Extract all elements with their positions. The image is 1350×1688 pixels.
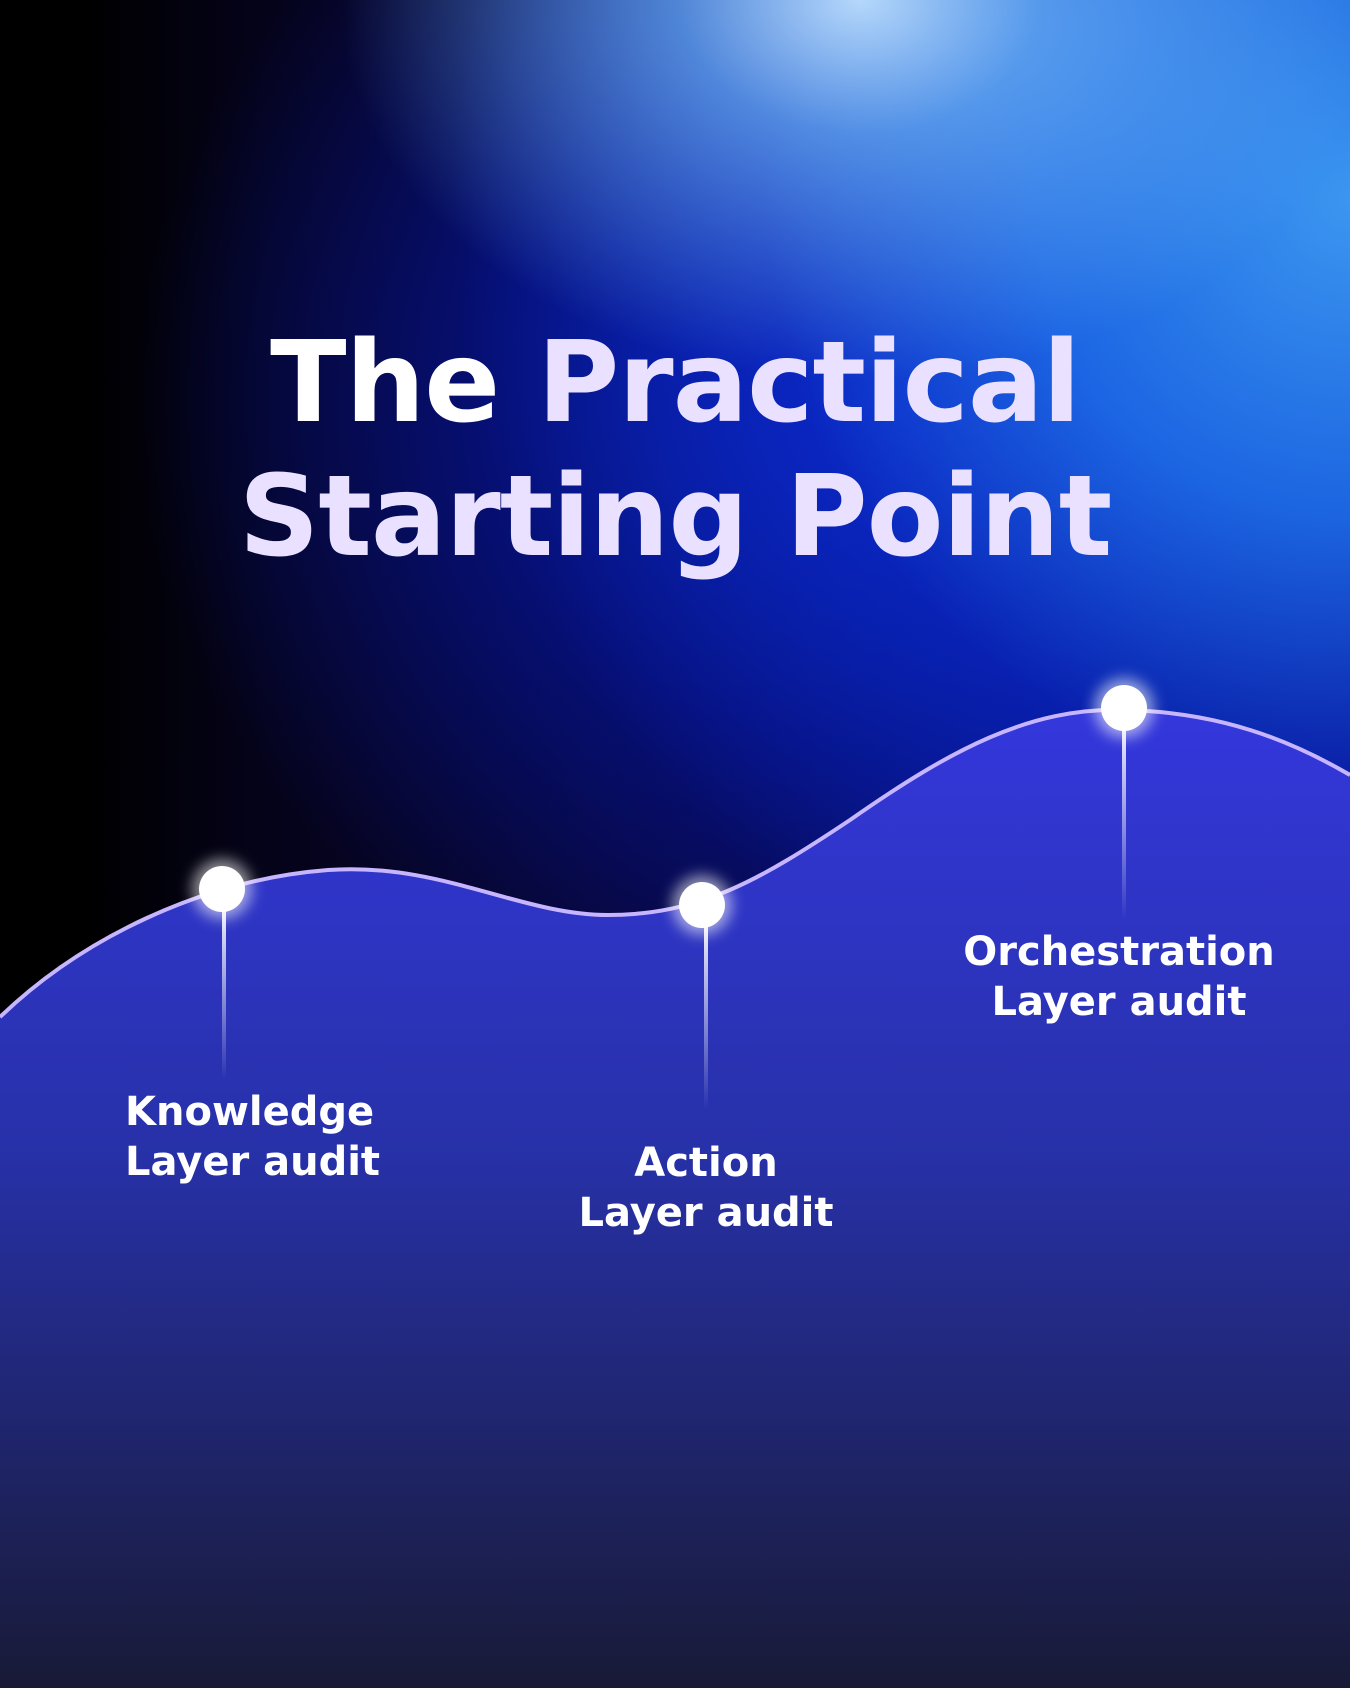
label-line-2: Layer audit xyxy=(125,1139,381,1185)
milestone-dot-knowledge xyxy=(192,859,252,919)
title-word-practical: Practical xyxy=(537,318,1081,448)
label-line-1: Knowledge xyxy=(125,1089,375,1135)
page-title: The Practical Starting Point xyxy=(0,316,1350,584)
milestone-label-action: Action Layer audit xyxy=(506,1138,906,1238)
milestone-label-orchestration: Orchestration Layer audit xyxy=(919,927,1319,1027)
stem-orchestration xyxy=(1122,720,1126,920)
title-line-2: Starting Point xyxy=(238,452,1113,582)
label-line-2: Layer audit xyxy=(991,979,1247,1025)
label-line-2: Layer audit xyxy=(578,1190,834,1236)
label-line-1: Orchestration xyxy=(963,929,1275,975)
title-word-the: The xyxy=(270,318,500,448)
stem-knowledge xyxy=(222,905,226,1080)
milestone-dot-orchestration xyxy=(1094,678,1154,738)
milestone-label-knowledge: Knowledge Layer audit xyxy=(125,1087,380,1187)
milestone-dot-action xyxy=(672,875,732,935)
stem-action xyxy=(704,920,708,1110)
wave-area xyxy=(0,709,1350,1688)
label-line-1: Action xyxy=(634,1140,778,1186)
